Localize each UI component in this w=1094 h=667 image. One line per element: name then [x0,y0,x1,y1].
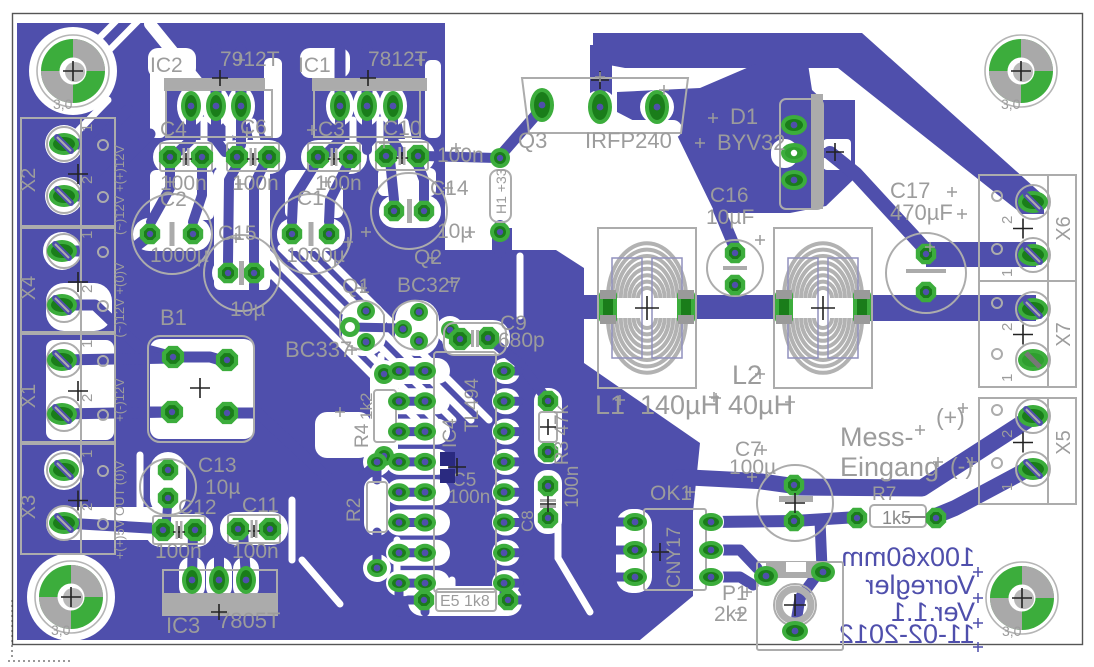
svg-text:680p: 680p [498,329,545,352]
svg-text:X3: X3 [18,495,40,519]
svg-text:B1: B1 [160,305,187,330]
svg-text:7912T: 7912T [220,48,280,71]
svg-text:2: 2 [999,216,1016,224]
svg-text:100n: 100n [448,487,490,508]
svg-text:R7: R7 [872,484,896,505]
svg-text:1k5: 1k5 [882,508,911,528]
svg-text:BC327: BC327 [397,274,461,297]
svg-text:X6: X6 [1053,216,1075,240]
svg-text:C17: C17 [890,178,930,203]
svg-text:CNY17: CNY17 [664,527,685,588]
svg-text:2k2: 2k2 [714,603,748,626]
svg-text:C6: C6 [240,116,267,139]
svg-text:100n: 100n [437,144,484,167]
svg-text:+(-)12V: +(-)12V [112,378,127,422]
svg-text:C11: C11 [242,494,279,517]
svg-text:H1 +33: H1 +33 [493,168,509,214]
svg-text:E5 1k8: E5 1k8 [440,593,490,610]
svg-text:+(+)5V OUT (0)V: +(+)5V OUT (0)V [112,460,127,559]
svg-text:C4: C4 [160,118,187,141]
svg-text:2: 2 [79,285,96,293]
svg-text:10µ: 10µ [437,220,472,243]
svg-text:100n: 100n [155,540,202,563]
svg-text:1: 1 [999,374,1016,382]
svg-text:R3 47k: R3 47k [552,404,573,465]
svg-text:R2: R2 [344,498,365,522]
svg-text:7812T: 7812T [368,48,428,71]
svg-text:1: 1 [79,450,96,458]
svg-text:10µ: 10µ [230,298,265,321]
svg-text:1: 1 [999,483,1016,491]
svg-text:(~)12V +(0)V: (~)12V +(0)V [112,262,127,337]
svg-text:IC3: IC3 [166,613,200,638]
svg-text:Vorregler: Vorregler [865,570,975,600]
svg-text:1: 1 [79,124,96,132]
svg-text:100n: 100n [232,172,279,195]
svg-text:40µH: 40µH [728,390,793,420]
svg-text:IC1: IC1 [298,54,331,77]
svg-text:C15: C15 [218,222,257,245]
svg-text:C1: C1 [297,187,324,210]
svg-text:(-): (-) [950,453,973,479]
svg-text:2: 2 [79,503,96,511]
svg-text:100x60mm: 100x60mm [841,542,975,572]
svg-text:2: 2 [999,323,1016,331]
svg-text:TL494: TL494 [462,378,483,432]
svg-text:Eingang: Eingang [840,452,939,482]
svg-text:C12: C12 [178,496,217,519]
svg-text:Q1: Q1 [342,275,370,298]
svg-text:1: 1 [79,231,96,239]
svg-text:X5: X5 [1053,430,1075,454]
svg-text:7805T: 7805T [218,608,280,633]
svg-text:C5: C5 [452,470,476,491]
svg-text:11-02-2012: 11-02-2012 [839,619,975,649]
svg-text:C8: C8 [518,510,537,532]
svg-text:OK1: OK1 [650,482,692,505]
svg-text:1000µ: 1000µ [150,244,209,267]
svg-text:P1: P1 [722,582,748,605]
svg-text:Ver.1.1: Ver.1.1 [891,597,975,627]
svg-text:140µH: 140µH [640,390,720,420]
svg-text:C16: C16 [710,184,749,207]
svg-text:(~)12V +(+)12V: (~)12V +(+)12V [112,145,127,235]
svg-text:X2: X2 [18,168,40,192]
svg-text:BYV32: BYV32 [717,130,786,155]
svg-text:C10: C10 [383,117,422,140]
svg-text:C2: C2 [160,188,187,211]
svg-text:1: 1 [999,269,1016,277]
svg-text:IC2: IC2 [150,54,183,77]
svg-text:100n: 100n [232,540,279,563]
svg-text:X1: X1 [18,384,40,408]
svg-text:Q3: Q3 [518,128,547,153]
svg-text:2: 2 [79,394,96,402]
svg-text:1: 1 [79,340,96,348]
svg-text:R4: R4 [352,423,373,448]
svg-text:470µF: 470µF [890,200,953,225]
svg-text:100n: 100n [160,172,207,195]
svg-text:100µ: 100µ [729,456,776,479]
svg-text:Mess-: Mess- [840,422,914,452]
svg-text:10µ: 10µ [205,476,240,499]
svg-text:C9: C9 [500,312,527,335]
svg-text:1000µ: 1000µ [286,244,345,267]
svg-text:X7: X7 [1053,322,1075,346]
svg-text:C3: C3 [318,118,345,141]
svg-text:C13: C13 [198,454,237,477]
svg-text:10µF: 10µF [706,206,754,229]
svg-text:BC337: BC337 [285,337,352,362]
svg-text:1k2: 1k2 [357,393,376,420]
svg-text:3,0: 3,0 [1001,96,1021,112]
svg-text:IRFP240: IRFP240 [585,128,672,153]
svg-text:D1: D1 [730,104,758,129]
svg-text:3,0: 3,0 [1002,623,1022,639]
svg-text:100n: 100n [562,466,583,508]
svg-text:2: 2 [79,176,96,184]
svg-text:C7: C7 [735,438,762,461]
svg-text:X4: X4 [18,276,40,300]
svg-text:2: 2 [999,430,1016,438]
svg-text:L2: L2 [732,360,762,390]
svg-text:3,0: 3,0 [53,96,73,112]
svg-text:3,0: 3,0 [51,622,71,638]
svg-text:IC4: IC4 [440,418,461,448]
